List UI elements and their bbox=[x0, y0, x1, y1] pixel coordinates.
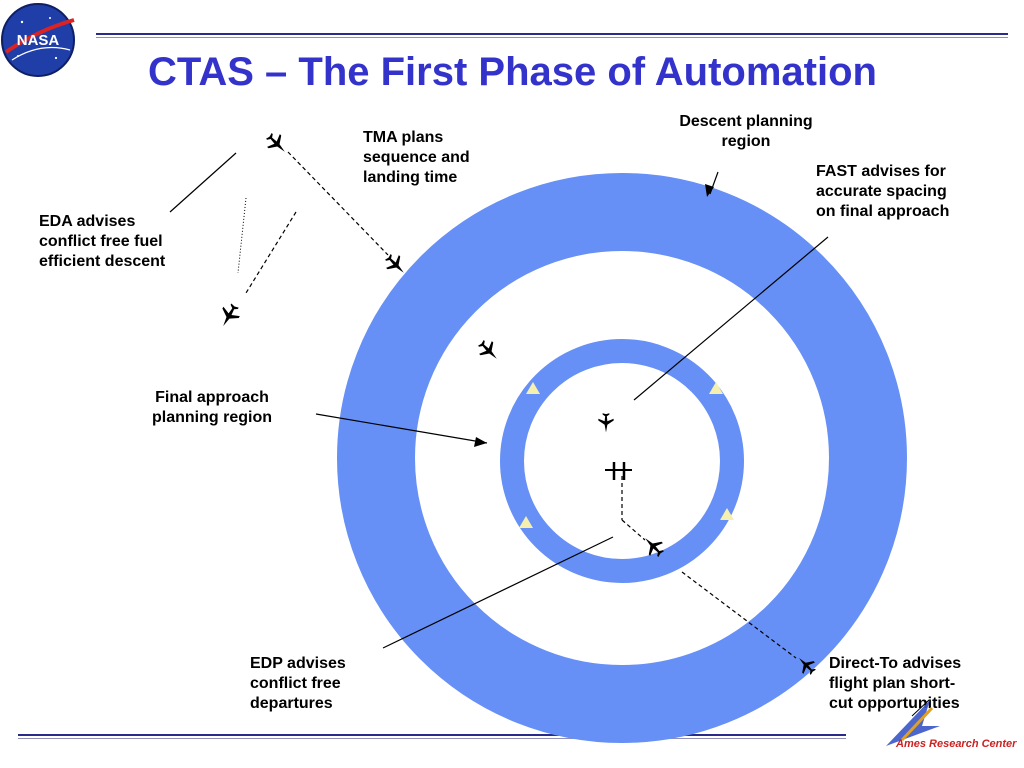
arrowhead bbox=[474, 437, 487, 447]
flight-path bbox=[621, 519, 646, 541]
meter-fix-marker bbox=[519, 516, 533, 528]
final-region-label: Final approach planning region bbox=[152, 389, 272, 426]
airport-runways-icon bbox=[605, 462, 632, 480]
page-title: CTAS – The First Phase of Automation bbox=[148, 50, 877, 94]
leader-line-fast bbox=[633, 236, 829, 401]
edp-label: EDP advises conflict free departures bbox=[250, 655, 346, 712]
ames-logo-text: Ames Research Center bbox=[896, 738, 1017, 750]
leader-line-final bbox=[315, 413, 488, 444]
airplane-icon bbox=[215, 300, 244, 331]
flight-path bbox=[237, 197, 247, 274]
airplane-icon bbox=[262, 129, 292, 159]
airplane-icon bbox=[474, 336, 504, 366]
arrowhead bbox=[705, 184, 714, 197]
top-rule-shadow bbox=[96, 37, 1008, 38]
fast-label: FAST advises for accurate spacing on fin… bbox=[816, 163, 950, 220]
meter-fix-marker bbox=[526, 382, 540, 394]
airplane-icon bbox=[598, 413, 614, 433]
meter-fix-marker bbox=[709, 382, 723, 394]
direct-to-label: Direct-To advises flight plan short- cut… bbox=[829, 655, 962, 712]
tma-label: TMA plans sequence and landing time bbox=[363, 129, 470, 186]
descent-planning-ring bbox=[337, 173, 907, 743]
leader-line-direct-to bbox=[911, 699, 930, 717]
bottom-rule bbox=[18, 734, 846, 736]
top-rule bbox=[96, 33, 1008, 35]
descent-region-label: Descent planning region bbox=[679, 113, 813, 150]
nasa-logo-text: NASA bbox=[17, 32, 60, 49]
ames-logo bbox=[886, 700, 940, 746]
final-approach-ring bbox=[500, 339, 744, 583]
flight-path bbox=[245, 211, 297, 294]
leader-line-eda bbox=[169, 152, 237, 213]
leader-line-edp bbox=[382, 536, 614, 649]
flight-path bbox=[287, 151, 389, 256]
flight-path bbox=[681, 571, 797, 659]
meter-fix-marker bbox=[720, 508, 734, 520]
nasa-logo: NASA bbox=[1, 3, 75, 77]
bottom-rule-shadow bbox=[18, 738, 846, 739]
eda-label: EDA advises conflict free fuel efficient… bbox=[39, 213, 166, 270]
